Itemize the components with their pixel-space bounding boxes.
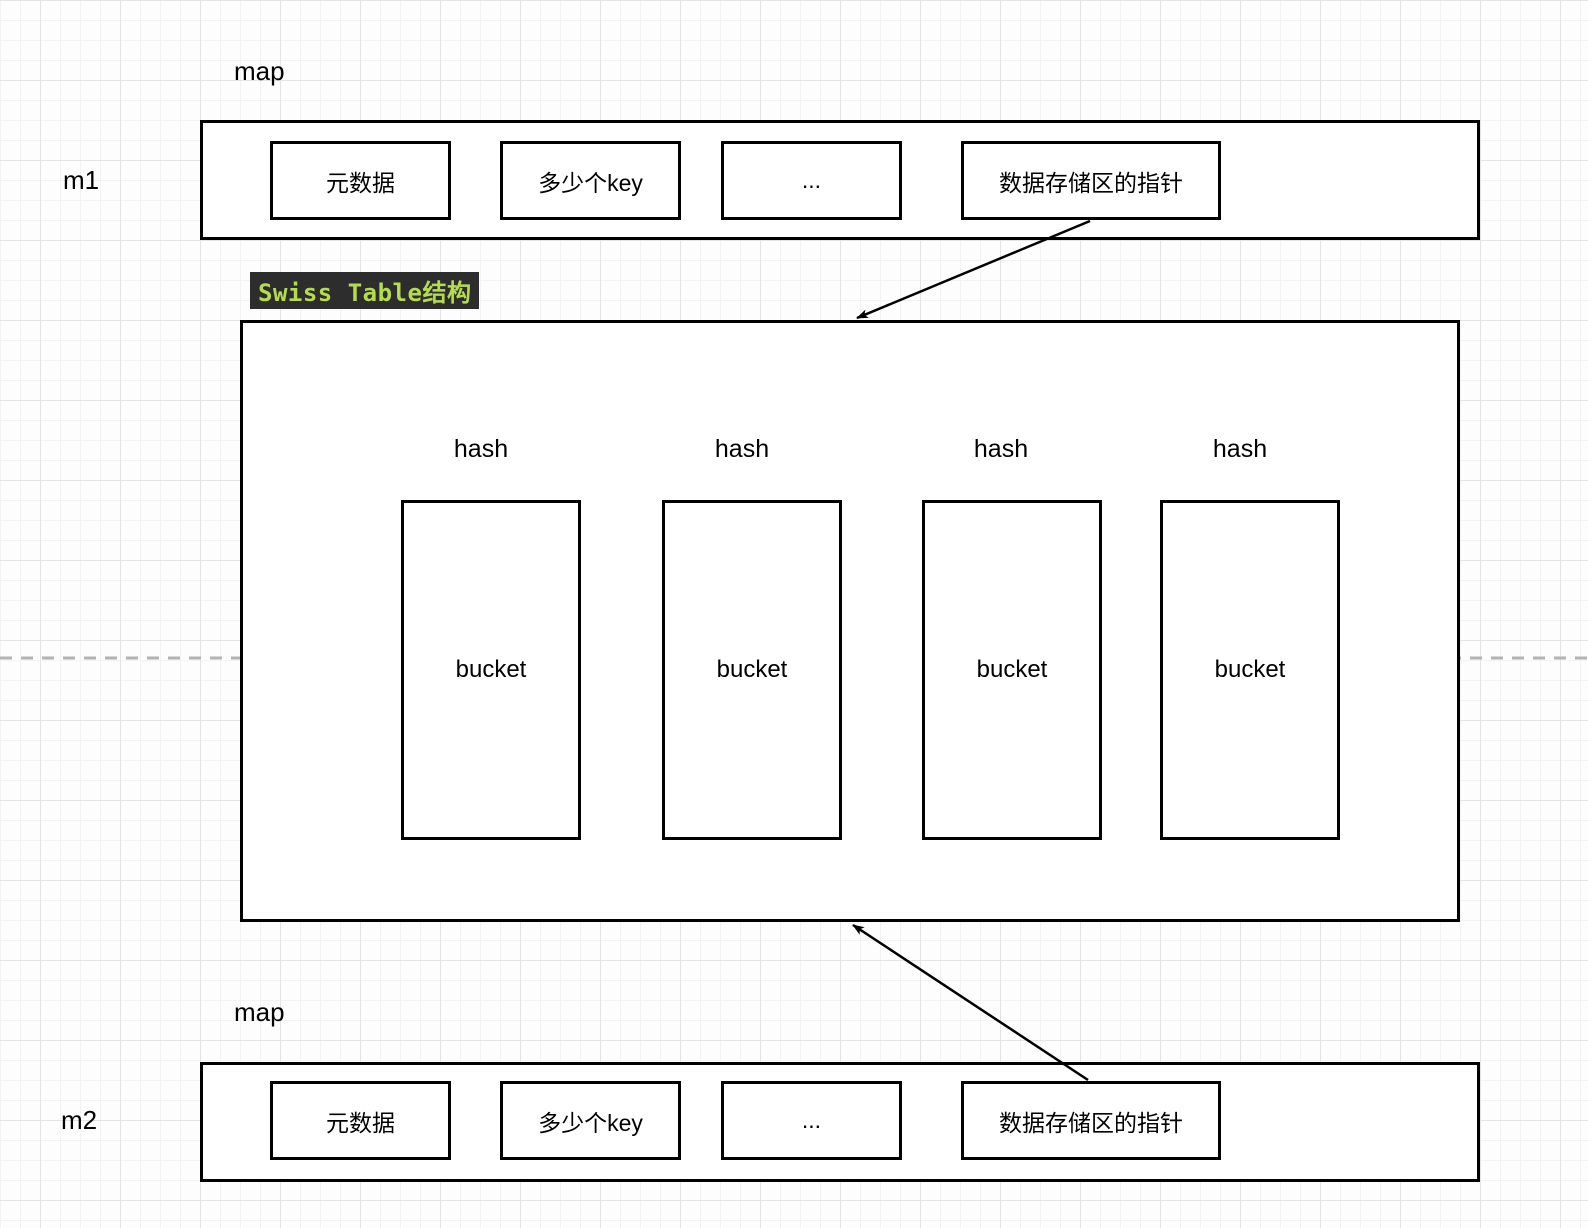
hash-label-4: hash — [1212, 435, 1268, 463]
m2-cell-metadata: 元数据 — [270, 1081, 451, 1160]
m2-cell-ellipsis: ... — [721, 1081, 902, 1160]
hash-label-3: hash — [973, 435, 1029, 463]
hash-label-1: hash — [453, 435, 509, 463]
m2-label: m2 — [61, 1105, 98, 1135]
hash-label-2: hash — [714, 435, 770, 463]
swiss-table-title: Swiss Table结构 — [250, 272, 480, 309]
map-label-bottom: map — [234, 997, 285, 1027]
m1-cell-key-count: 多少个key — [500, 141, 681, 220]
m1-cell-ellipsis: ... — [721, 141, 902, 220]
m2-cell-key-count: 多少个key — [500, 1081, 681, 1160]
m1-cell-metadata: 元数据 — [270, 141, 451, 220]
bucket-box-3: bucket — [922, 500, 1102, 840]
bucket-box-4: bucket — [1160, 500, 1340, 840]
m1-cell-data-pointer: 数据存储区的指针 — [961, 141, 1221, 220]
m1-label: m1 — [63, 165, 100, 195]
m2-cell-data-pointer: 数据存储区的指针 — [961, 1081, 1221, 1160]
bucket-box-1: bucket — [401, 500, 581, 840]
map-label-top: map — [234, 56, 285, 86]
bucket-box-2: bucket — [662, 500, 842, 840]
